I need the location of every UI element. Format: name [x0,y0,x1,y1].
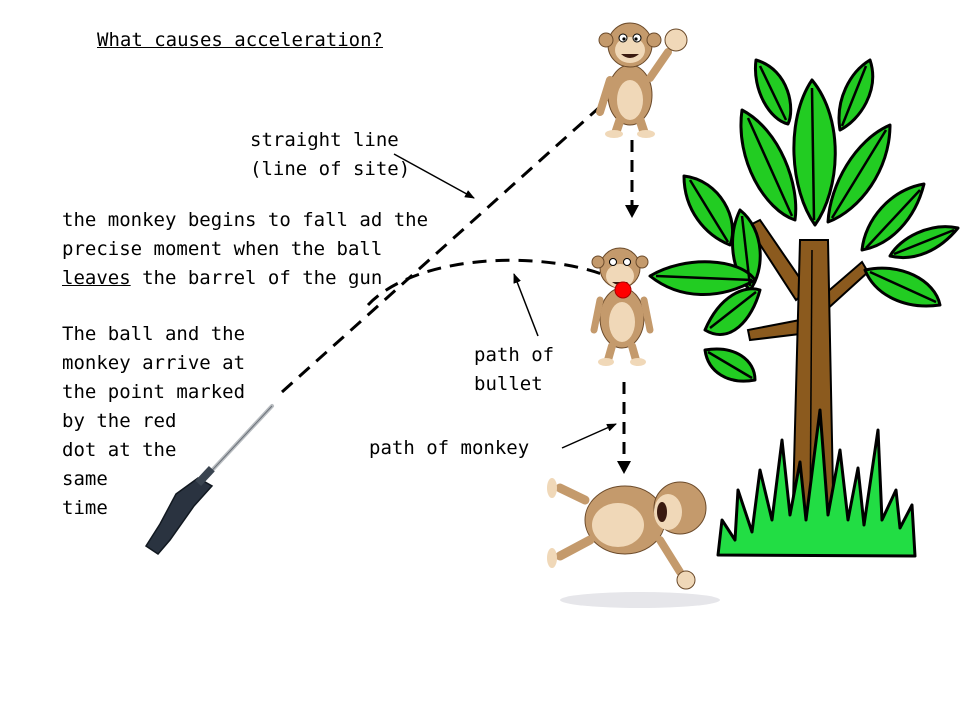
arrival-line: The ball and the [62,323,246,345]
fall-explanation-line3: leaves the barrel of the gun [62,264,428,293]
line-of-sight-label: straight line (line of site) [250,126,410,184]
tree-icon [648,58,960,558]
arrival-line: time [62,497,108,519]
monkey-pointer-arrow [561,423,617,449]
path-of-bullet-line2: bullet [474,373,543,395]
monkey-falling-icon [590,247,654,366]
page-title: What causes acceleration? [97,29,383,51]
arrival-line: the point marked [62,381,246,403]
arrival-line: by the red [62,410,177,432]
arrival-explanation: The ball and the monkey arrive at the po… [62,320,245,523]
fall-explanation-line1: the monkey begins to fall ad the [62,209,429,231]
fall-explanation-line2: precise moment when the ball [62,238,383,260]
monkey-waving-icon [596,22,688,138]
arrival-line: monkey arrive at [62,352,246,374]
bullet-path [366,258,621,307]
path-of-monkey-label: path of monkey [369,437,530,459]
line-of-sight-label-line1: straight line [250,129,399,151]
arrival-line: same [62,468,108,490]
line-of-sight-label-line2: (line of site) [250,158,411,180]
line-of-sight-pointer-arrow [393,153,475,199]
monkey-fall-arrowhead-upper [625,205,639,218]
path-of-bullet-label: path of bullet [474,341,554,399]
rifle-icon [144,404,274,555]
bullet-pointer-arrow [513,273,539,337]
arrival-line: dot at the [62,439,177,461]
red-dot-icon [614,281,632,299]
fall-explanation-line3-rest: the barrel of the gun [130,267,383,289]
monkey-fall-arrowhead-lower [617,461,631,474]
fall-explanation: the monkey begins to fall ad the precise… [62,206,428,293]
line-of-sight-path [280,94,614,394]
monkey-tumbling-icon [547,478,720,608]
leaves-underlined: leaves [62,267,131,289]
path-of-bullet-line1: path of [474,344,555,366]
